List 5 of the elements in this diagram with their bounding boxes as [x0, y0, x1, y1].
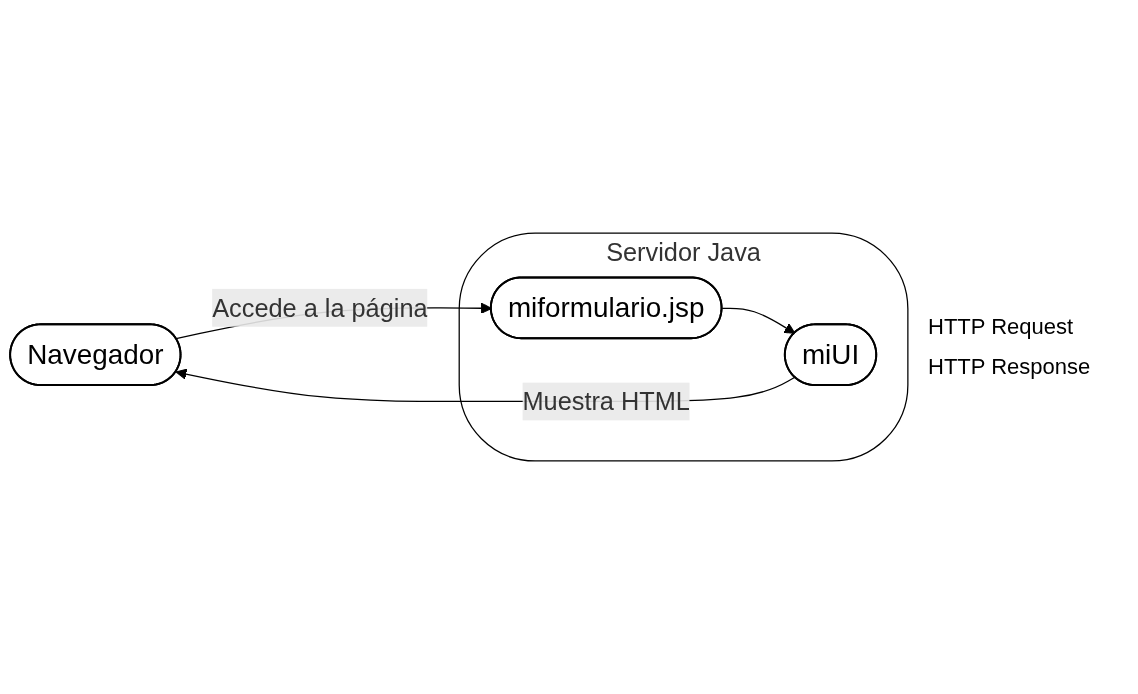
note-text: HTTP Response [928, 354, 1092, 380]
edge-label: Accede a la página [212, 293, 428, 322]
note-text: HTTP Request [928, 314, 1075, 340]
arrow [721, 307, 796, 334]
edge-label: Muestra HTML [522, 387, 690, 416]
